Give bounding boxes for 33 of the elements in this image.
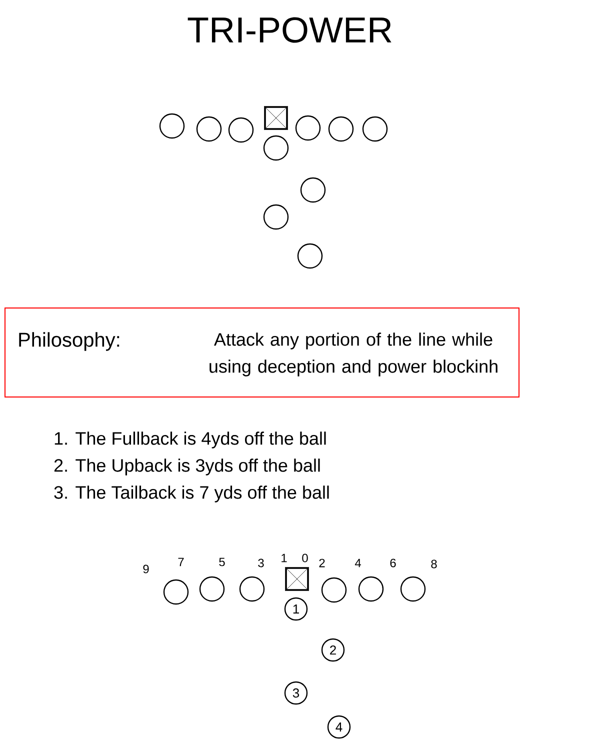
rule-text: 2. The Upback is 3yds off the ball xyxy=(54,458,320,476)
player-circle xyxy=(358,576,384,602)
title: TRI-POWER xyxy=(188,17,392,43)
player-circle xyxy=(263,204,289,230)
player-circle xyxy=(263,135,289,161)
player-circle xyxy=(239,576,265,602)
rule-text: 1. The Fullback is 4yds off the ball xyxy=(54,432,326,448)
rule-text: 3. The Tailback is 7 yds off the ball xyxy=(54,486,329,502)
philosophy-box: Philosophy: Attack any portion of the line while using deception and power blockinh xyxy=(4,308,520,398)
gap-number: 8 xyxy=(431,560,437,568)
player-circle xyxy=(199,576,225,602)
gap-number: 0 xyxy=(302,554,308,562)
player-circle xyxy=(300,177,326,203)
center-box xyxy=(264,106,288,130)
gap-number: 6 xyxy=(390,558,396,568)
player-circle xyxy=(362,116,388,142)
player-circle xyxy=(295,115,321,141)
gap-number: 4 xyxy=(354,558,361,568)
center-box xyxy=(284,566,310,592)
gap-number: 7 xyxy=(178,558,184,566)
gap-number: 2 xyxy=(319,558,325,568)
gap-number: 1 xyxy=(282,554,287,562)
gap-number: 9 xyxy=(143,564,149,574)
player-circle xyxy=(196,116,222,142)
gap-number: 3 xyxy=(258,558,264,568)
gap-number: 5 xyxy=(219,558,225,566)
player-circle xyxy=(321,577,347,603)
player-circle xyxy=(163,579,189,605)
player-circle xyxy=(297,243,323,269)
player-circle xyxy=(328,116,354,142)
player-circle xyxy=(159,113,185,139)
player-circle xyxy=(400,576,426,602)
player-circle xyxy=(228,117,254,143)
